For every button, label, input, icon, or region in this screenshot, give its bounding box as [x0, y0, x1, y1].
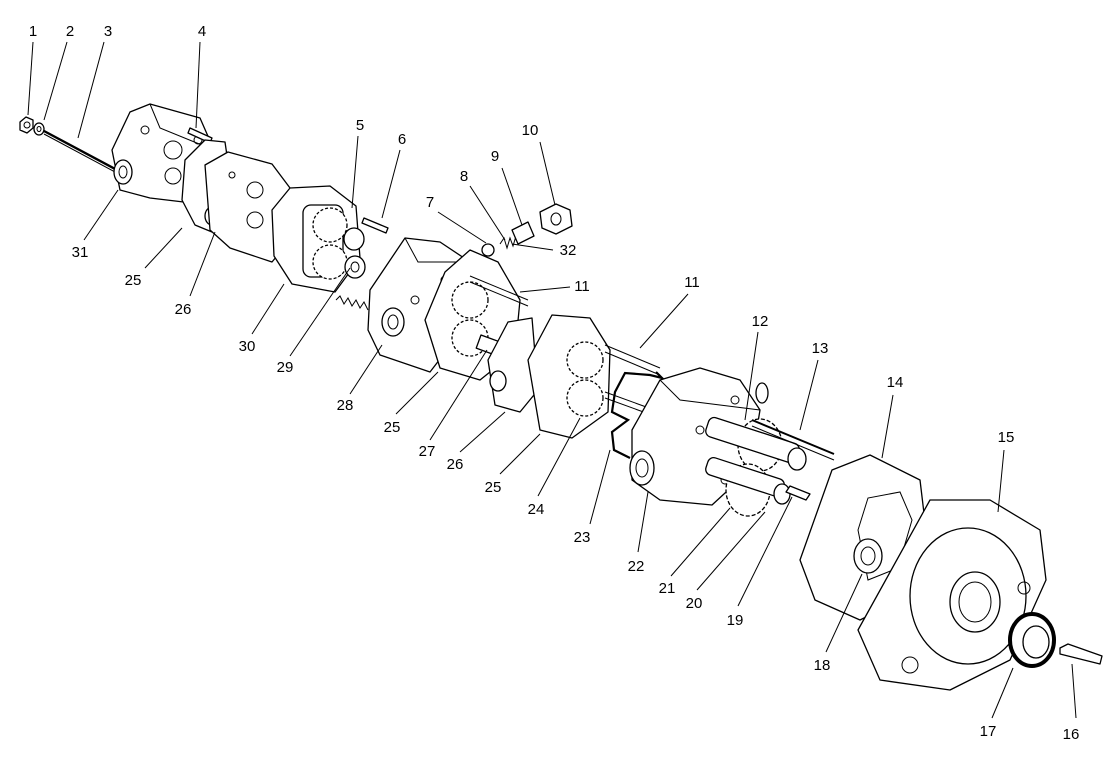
- shaft-key-part: [1059, 643, 1103, 665]
- parts-artwork: [19, 103, 1103, 691]
- callout-12: 12: [752, 313, 769, 330]
- gear-plate-part: [271, 185, 366, 293]
- break-line: [610, 371, 666, 459]
- callout-27: 27: [419, 443, 436, 460]
- callout-22: 22: [628, 558, 645, 575]
- drive-gear-part: [705, 416, 807, 472]
- callout-labels: 1 2 3 4 5 6 7 8 9 10 11 11 12 13 14 15 1…: [29, 23, 1080, 743]
- callout-5: 5: [356, 117, 364, 134]
- callout-18: 18: [814, 657, 831, 674]
- callout-25b: 25: [485, 479, 502, 496]
- callout-30: 30: [239, 338, 256, 355]
- adjusting-screw-part: [511, 221, 535, 245]
- callout-26b: 26: [175, 301, 192, 318]
- callout-4: 4: [198, 23, 206, 40]
- nut-part: [19, 116, 34, 134]
- ball-part: [481, 243, 495, 257]
- callout-25c: 25: [125, 272, 142, 289]
- callout-23: 23: [574, 529, 591, 546]
- callout-11b: 11: [684, 274, 700, 291]
- shaft-seal-part: [1008, 612, 1056, 668]
- tie-rods-part: [469, 275, 529, 307]
- callout-11a: 11: [574, 278, 590, 295]
- driven-gear-part: [705, 456, 791, 517]
- callout-9: 9: [491, 148, 499, 165]
- callout-28: 28: [337, 397, 354, 414]
- callout-7: 7: [426, 194, 434, 211]
- callout-6: 6: [398, 131, 406, 148]
- callout-20: 20: [686, 595, 703, 612]
- washer-part: [33, 122, 45, 136]
- callout-29: 29: [277, 359, 294, 376]
- callout-8: 8: [460, 168, 468, 185]
- spring-part: [335, 295, 369, 311]
- callout-26a: 26: [447, 456, 464, 473]
- callout-19: 19: [727, 612, 744, 629]
- rod-part: [751, 382, 835, 461]
- callout-25a: 25: [384, 419, 401, 436]
- leader-lines: [27, 41, 1077, 719]
- callout-15: 15: [998, 429, 1015, 446]
- callout-3: 3: [104, 23, 112, 40]
- callout-16: 16: [1063, 726, 1080, 743]
- third-gear-housing-part: [527, 314, 611, 439]
- third-seal-plate-part: [487, 317, 539, 413]
- callout-32: 32: [560, 242, 577, 259]
- valve-spring-part: [499, 235, 517, 250]
- callout-24: 24: [528, 501, 545, 518]
- cap-nut-part: [539, 203, 573, 235]
- callout-17: 17: [980, 723, 997, 740]
- mounting-flange-part: [857, 499, 1047, 691]
- callout-2: 2: [66, 23, 74, 40]
- callout-10: 10: [522, 122, 539, 139]
- key-part: [785, 485, 811, 501]
- callout-13: 13: [812, 340, 829, 357]
- callout-21: 21: [659, 580, 676, 597]
- callout-1: 1: [29, 23, 37, 40]
- callout-31: 31: [72, 244, 89, 261]
- callout-14: 14: [887, 374, 904, 391]
- pin-part: [361, 217, 389, 234]
